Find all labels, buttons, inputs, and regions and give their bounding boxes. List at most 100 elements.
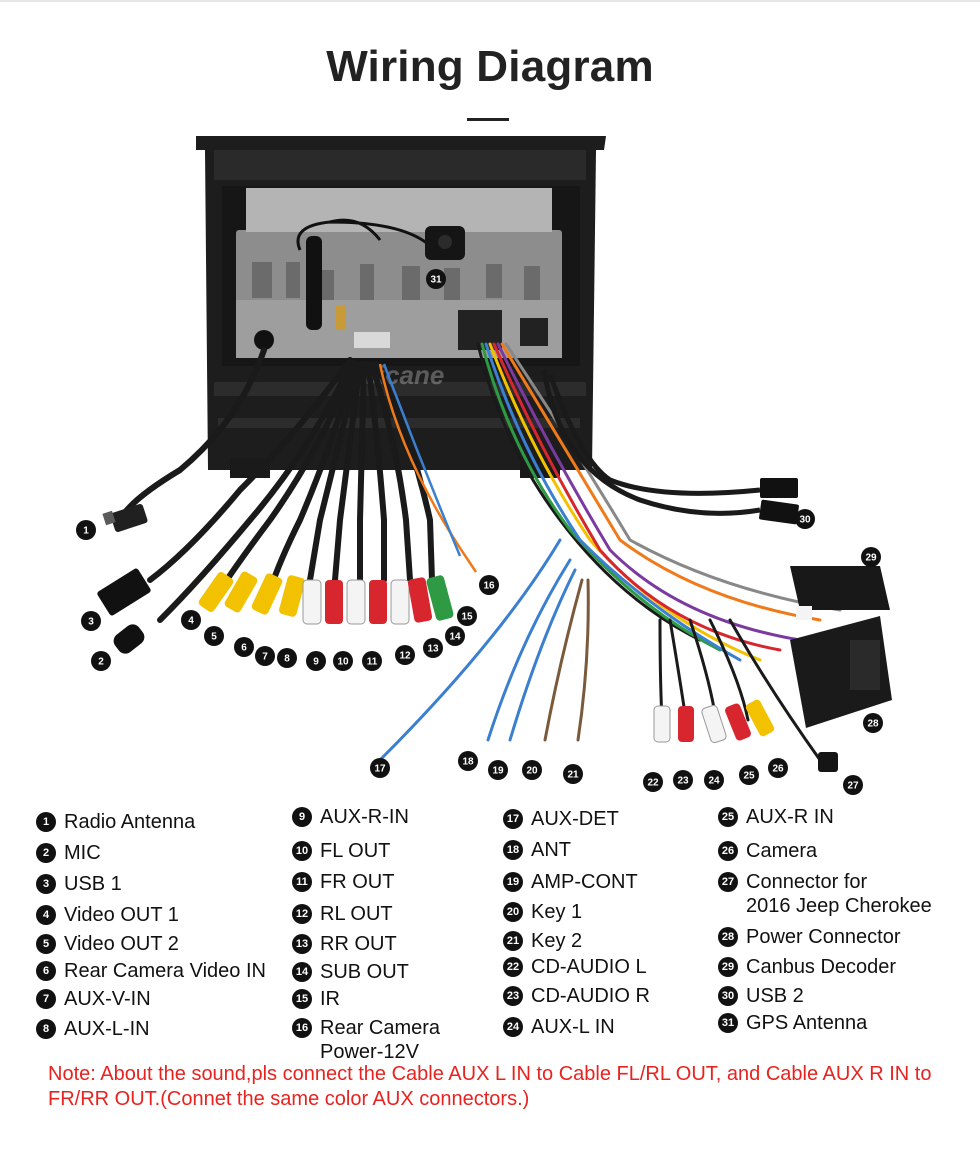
top-rule	[0, 0, 980, 2]
legend-label-line: Canbus Decoder	[746, 956, 897, 978]
page-title: Wiring Diagram	[326, 42, 654, 91]
legend-label: AUX-L IN	[531, 1015, 615, 1039]
legend-label: FL OUT	[320, 839, 390, 863]
legend-number-badge: 19	[503, 872, 523, 892]
legend-label-line: ANT	[531, 839, 571, 861]
legend-item: 18 ANT	[503, 838, 571, 862]
svg-text:6: 6	[241, 643, 247, 654]
svg-text:21: 21	[567, 770, 579, 781]
photo-callout-15: 15	[457, 606, 477, 626]
legend-number-badge: 22	[503, 957, 523, 977]
legend-item: 23 CD-AUDIO R	[503, 984, 650, 1008]
legend-label: Key 2	[531, 929, 582, 953]
svg-text:20: 20	[526, 766, 538, 777]
legend-label-line: Rear Camera Video IN	[64, 960, 266, 982]
photo-callout-30: 30	[795, 509, 815, 529]
note-text: Note: About the sound,pls connect the Ca…	[48, 1063, 932, 1110]
legend-label: RL OUT	[320, 902, 393, 926]
legend-label-line: AUX-L-IN	[64, 1018, 150, 1040]
legend-label-line: Key 1	[531, 901, 583, 923]
legend-label-line: AUX-DET	[531, 808, 619, 830]
legend-label-line: Camera	[746, 840, 818, 862]
wifi-antenna	[306, 236, 346, 330]
legend-number-badge: 20	[503, 902, 523, 922]
svg-text:12: 12	[399, 651, 411, 662]
power-connector	[790, 616, 892, 728]
svg-text:18: 18	[462, 757, 474, 768]
legend-number-badge: 1	[36, 812, 56, 832]
svg-text:16: 16	[483, 581, 495, 592]
legend-label-line: Rear Camera	[320, 1017, 441, 1039]
legend-label: USB 1	[64, 872, 122, 896]
legend-number-badge: 18	[503, 840, 523, 860]
legend-label-line: Power Connector	[746, 926, 901, 948]
legend-number-badge: 15	[292, 989, 312, 1009]
main-harness-wires	[378, 342, 842, 762]
legend-number-badge: 8	[36, 1019, 56, 1039]
legend-label: CD-AUDIO R	[531, 984, 650, 1008]
legend-number-badge: 30	[718, 986, 738, 1006]
legend-item: 8 AUX-L-IN	[36, 1017, 150, 1041]
photo-callout-16: 16	[479, 575, 499, 595]
legend-number-badge: 6	[36, 961, 56, 981]
photo-callout-2: 2	[91, 651, 111, 671]
legend-label: Video OUT 1	[64, 903, 179, 927]
legend-label-line: Power-12V	[320, 1041, 419, 1063]
title-underline	[467, 118, 509, 121]
photo-callout-10: 10	[333, 651, 353, 671]
svg-text:10: 10	[337, 657, 349, 668]
svg-text:9: 9	[313, 657, 319, 668]
legend-number-badge: 23	[503, 986, 523, 1006]
legend-number-badge: 10	[292, 841, 312, 861]
legend-item: 10 FL OUT	[292, 839, 390, 863]
legend-number-badge: 13	[292, 934, 312, 954]
photo-callout-28: 28	[863, 713, 883, 733]
legend-label: Key 1	[531, 900, 582, 924]
svg-text:25: 25	[743, 771, 755, 782]
svg-text:27: 27	[847, 781, 859, 792]
legend-label: Video OUT 2	[64, 932, 179, 956]
legend-number-badge: 25	[718, 807, 738, 827]
photo-callout-29: 29	[861, 547, 881, 567]
legend-label-line: SUB OUT	[320, 961, 409, 983]
legend-label: Rear Camera Video IN	[64, 959, 266, 983]
legend-number-badge: 2	[36, 843, 56, 863]
legend-number-badge: 24	[503, 1017, 523, 1037]
legend-label: ANT	[531, 838, 571, 862]
photo-callout-3: 3	[81, 611, 101, 631]
svg-text:19: 19	[492, 766, 504, 777]
black-cable-bundle	[117, 347, 435, 623]
legend-label: USB 2	[746, 984, 804, 1008]
svg-text:26: 26	[772, 764, 784, 775]
legend-label-line: Video OUT 2	[64, 933, 179, 955]
svg-text:31: 31	[430, 275, 442, 286]
photo-callout-12: 12	[395, 645, 415, 665]
photo-callout-11: 11	[362, 651, 382, 671]
legend-item: 24 AUX-L IN	[503, 1015, 615, 1039]
photo-callout-8: 8	[277, 648, 297, 668]
legend-label-line: GPS Antenna	[746, 1012, 868, 1034]
legend-label-line: RL OUT	[320, 903, 393, 925]
svg-text:4: 4	[188, 616, 194, 627]
photo-callout-4: 4	[181, 610, 201, 630]
svg-text:15: 15	[461, 612, 473, 623]
legend-item: 13 RR OUT	[292, 932, 397, 956]
legend-label: Camera	[746, 839, 817, 863]
rca-plugs-right	[653, 699, 775, 744]
svg-text:30: 30	[799, 515, 811, 526]
legend-label-line: RR OUT	[320, 933, 397, 955]
photo-callout-26: 26	[768, 758, 788, 778]
